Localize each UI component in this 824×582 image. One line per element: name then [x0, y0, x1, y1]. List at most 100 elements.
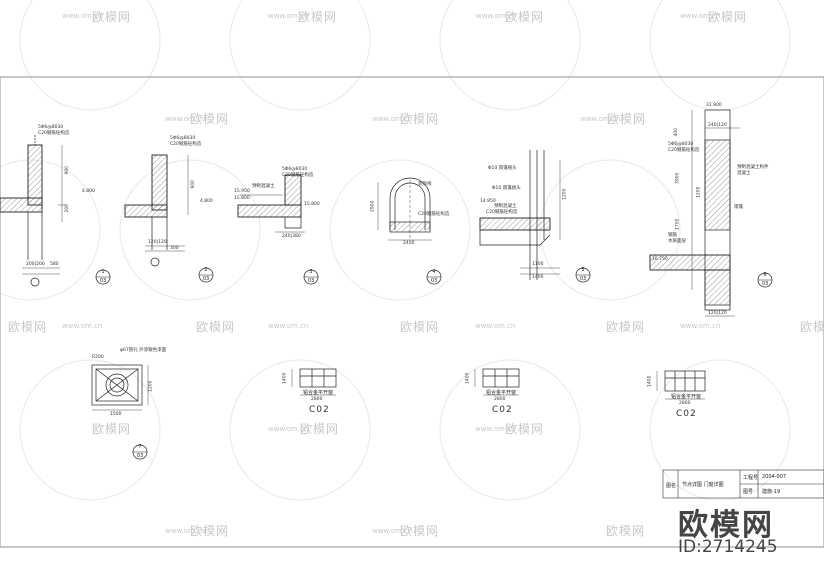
detail-4-sheet: 03: [430, 278, 438, 284]
window-3-title: 铝合金平开窗: [671, 394, 702, 400]
window-1-elevation: [291, 368, 337, 396]
brand-logo-text: 欧模网: [678, 508, 774, 543]
detail-6-dim-b: 3900: [675, 172, 681, 184]
detail-2-section: [124, 154, 214, 283]
title-block-sheet-label: 图号: [743, 489, 754, 495]
window-2-elevation: [474, 368, 520, 396]
detail-5-note-d: C20钢筋砼构造: [486, 210, 518, 215]
window-1-title: 铝合金平开窗: [303, 390, 334, 396]
detail-7-dim-height: 1200: [148, 380, 154, 392]
detail-6-note-g: 雨篷: [734, 205, 743, 210]
detail-6-dim-a: 400: [674, 127, 680, 137]
detail-6-elevation-low: 16.750: [652, 257, 668, 262]
detail-5-note-b: Φ10 雨篷挑头: [492, 186, 521, 191]
detail-5-number: 5: [581, 267, 585, 273]
detail-3-elevation-a: 15.950: [234, 189, 250, 194]
watermark-url: www.om.cn: [475, 425, 516, 433]
detail-6-note-e: 木质面层: [668, 239, 686, 244]
window-3-code: C02: [676, 409, 697, 419]
watermark-brand: 欧模网: [400, 320, 440, 334]
window-2-width: 2800: [494, 397, 506, 402]
window-1-code: C02: [309, 405, 330, 415]
detail-3-number: 3: [309, 269, 313, 275]
title-block-section-label: 图名: [666, 483, 677, 489]
watermark-url: www.om.cn: [680, 12, 721, 20]
title-block-frame: [662, 469, 824, 499]
watermark-url: www.om.cn: [372, 115, 413, 123]
detail-7-number: 7: [138, 444, 142, 450]
window-3-width: 2800: [679, 401, 691, 406]
detail-2-dim-width: 120|120: [148, 240, 167, 245]
detail-7-vent-plan: [91, 364, 149, 460]
detail-5-dim-b: 1400: [532, 275, 544, 280]
detail-2-dim-total: 300: [170, 246, 179, 251]
detail-3-section: [237, 174, 319, 285]
detail-1-dim-width: 200|200: [26, 262, 45, 267]
detail-2-elevation: 4.800: [200, 199, 213, 204]
watermark-url: www.om.cn: [372, 527, 413, 535]
detail-1-elevation: 4.800: [82, 189, 95, 194]
sheet-frame: [0, 76, 824, 548]
detail-5-dim-a: 1100: [532, 262, 544, 267]
watermark-url: www.om.cn: [268, 12, 309, 20]
detail-5-dim-height: 1200: [562, 188, 568, 200]
watermark-url: www.om.cn: [680, 322, 721, 330]
detail-6-note-c: 预制混凝土构件: [737, 165, 769, 170]
window-3-height: 1400: [647, 375, 653, 387]
watermark-brand: 欧模网: [190, 524, 230, 538]
watermark-brand: 欧模网: [196, 320, 236, 334]
detail-1-dim-height: 900: [65, 165, 71, 175]
detail-2-material-label: C20钢筋砼构造: [170, 142, 202, 147]
watermark-url: www.om.cn: [580, 115, 621, 123]
detail-5-note-c: 预制混凝土: [494, 204, 517, 209]
detail-4-arch-window: [377, 177, 442, 285]
watermark-url: www.om.cn: [475, 322, 516, 330]
detail-1-sheet: 03: [99, 278, 107, 284]
watermark-brand: 欧模网: [8, 320, 48, 334]
window-1-height: 1400: [282, 372, 288, 384]
watermark-brand: 欧模网: [400, 524, 440, 538]
watermark-url: www.om.cn: [165, 115, 206, 123]
detail-6-sheet: 03: [761, 281, 769, 287]
watermark-url: www.om.cn: [476, 12, 517, 20]
detail-4-note-a: 装饰线: [418, 182, 432, 187]
watermark-circles: [0, 0, 791, 501]
window-3-elevation: [656, 370, 706, 400]
title-block-project-label: 工程号: [743, 475, 759, 481]
window-1-width: 2800: [311, 397, 323, 402]
detail-6-rebar-label: 5Φ6@8030: [668, 142, 694, 147]
watermark-url: www.om.cn: [268, 322, 309, 330]
detail-3-rebar-label: 5Φ6@8030: [282, 167, 308, 172]
title-block-sheet-no: 建施-19: [762, 489, 781, 495]
watermark-brand: 欧模网: [190, 112, 230, 126]
detail-6-dim-top: 240|120: [708, 123, 727, 128]
detail-3-elevation-c: 15.800: [304, 202, 320, 207]
watermark-brand: 欧模网: [92, 422, 132, 436]
detail-6-material-label: C20钢筋砼构造: [668, 148, 700, 153]
watermark-url: www.om.cn: [165, 527, 206, 535]
detail-6-note-f: 钢筋: [668, 233, 677, 238]
detail-6-number: 6: [763, 272, 767, 278]
detail-5-elevation: 14.950: [480, 199, 496, 204]
window-2-height: 1400: [465, 372, 471, 384]
detail-3-sheet: 03: [307, 278, 315, 284]
detail-1-number: 1: [101, 269, 105, 275]
detail-2-sheet: 03: [202, 276, 210, 282]
detail-4-note-b: C20钢筋砼构造: [418, 212, 450, 217]
brand-id-text: ID:2714245: [678, 537, 778, 557]
detail-7-radius: R200: [92, 355, 104, 360]
detail-6-parapet: [649, 109, 773, 317]
detail-6-dim-bottom: 120|120: [708, 311, 727, 316]
watermark-url: www.om.cn: [268, 425, 309, 433]
window-2-title: 铝合金平开窗: [486, 390, 517, 396]
watermark-brand: 欧模网: [92, 10, 132, 24]
detail-2-number: 2: [204, 267, 208, 273]
watermark-brand: 欧模网: [606, 524, 646, 538]
detail-1-section: [0, 135, 111, 287]
detail-5-note-a: Φ10 雨篷挑头: [488, 166, 517, 171]
detail-6-note-d: 混凝土: [737, 171, 751, 176]
detail-4-dim-width: 2400: [403, 241, 415, 246]
detail-1-dim-total: 580: [50, 262, 59, 267]
detail-6-elevation-top: 31.900: [706, 103, 722, 108]
detail-6-dim-c: 1200: [696, 186, 702, 198]
